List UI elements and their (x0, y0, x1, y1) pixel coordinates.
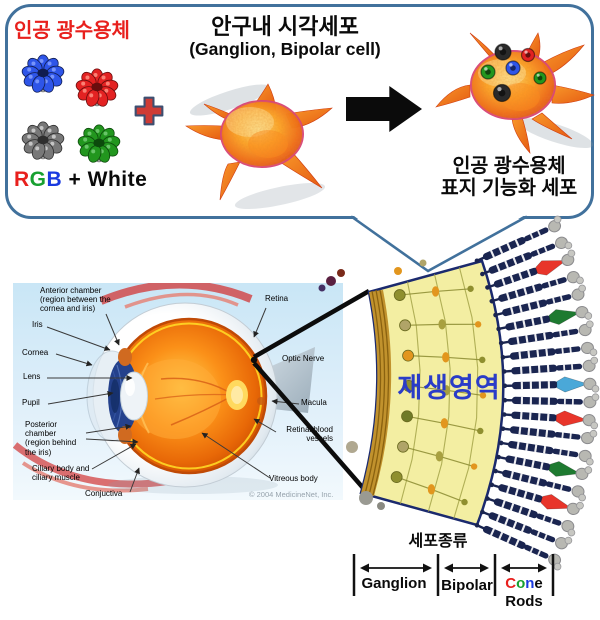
cell-type-label: 세포종류 (408, 533, 468, 550)
label-conjuctiva: Conjuctiva (85, 489, 123, 498)
cone-o-letter: o (516, 575, 526, 592)
rgb-white-label: RGB + White (14, 168, 147, 192)
rgb-rest: + White (62, 168, 148, 191)
ganglion-label: Ganglion (361, 575, 427, 592)
rgb-b-letter: B (46, 168, 63, 191)
cone-n-letter: n (525, 575, 535, 592)
bipolar-label: Bipolar (441, 577, 493, 594)
labeled-cell-caption: 인공 광수용체 표지 기능화 세포 (418, 155, 600, 199)
labeled-neuron-cell-illustration (435, 32, 595, 154)
magnifier-lines (252, 289, 371, 491)
cluster-blue-icon (21, 54, 65, 93)
magnifier-origin-dot (250, 356, 258, 364)
label-retina: Retina (265, 294, 289, 303)
label-anterior-chamber: Anterior chamber (region between the cor… (40, 286, 111, 314)
label-pupil: Pupil (22, 398, 40, 407)
cone-e-letter: e (534, 575, 543, 592)
labeled-cell-caption-line1: 인공 광수용체 (452, 155, 566, 177)
neuron-cell-illustration (185, 83, 333, 209)
artificial-photoreceptor-title: 인공 광수용체 (14, 20, 130, 42)
attached-photoreceptor-particles (480, 43, 547, 103)
label-vitreous-body: Vitreous body (269, 474, 318, 483)
bubble-tail-outline (350, 215, 528, 273)
regeneration-area-label: 재생영역 (397, 373, 501, 403)
eye-anatomy-diagram: Anterior chamber (region between the cor… (13, 283, 343, 500)
label-macula: Macula (301, 398, 327, 407)
labeled-cell-caption-line2: 표지 기능화 세포 (440, 177, 578, 199)
label-ciliary-body: Ciliary body and ciliary muscle (32, 464, 90, 483)
photoreceptor-cluster-icons (21, 54, 121, 163)
cluster-red-icon (75, 68, 119, 107)
plus-icon (134, 96, 164, 126)
cone-label: Cone (496, 575, 552, 592)
label-iris: Iris (32, 320, 43, 329)
cluster-gray-icon (21, 121, 65, 160)
rgb-g-letter: G (29, 168, 47, 191)
label-leader-lines (46, 307, 300, 493)
rgb-r-letter: R (14, 168, 30, 191)
label-optic-nerve: Optic Nerve (282, 354, 325, 363)
label-lens: Lens (23, 372, 41, 381)
eye-cells-title: 안구내 시각세포 (211, 14, 359, 39)
cone-c-letter: C (505, 575, 517, 592)
rods-label: Rods (505, 593, 543, 610)
bubble-tail (352, 214, 526, 271)
eye-cells-subtitle: (Ganglion, Bipolar cell) (189, 39, 381, 59)
copyright-text: © 2004 MedicineNet, Inc. (249, 490, 334, 499)
cluster-green-icon (77, 124, 121, 163)
label-cornea: Cornea (22, 348, 49, 357)
label-posterior-chamber: Posterior chamber (region behind the iri… (25, 420, 77, 457)
